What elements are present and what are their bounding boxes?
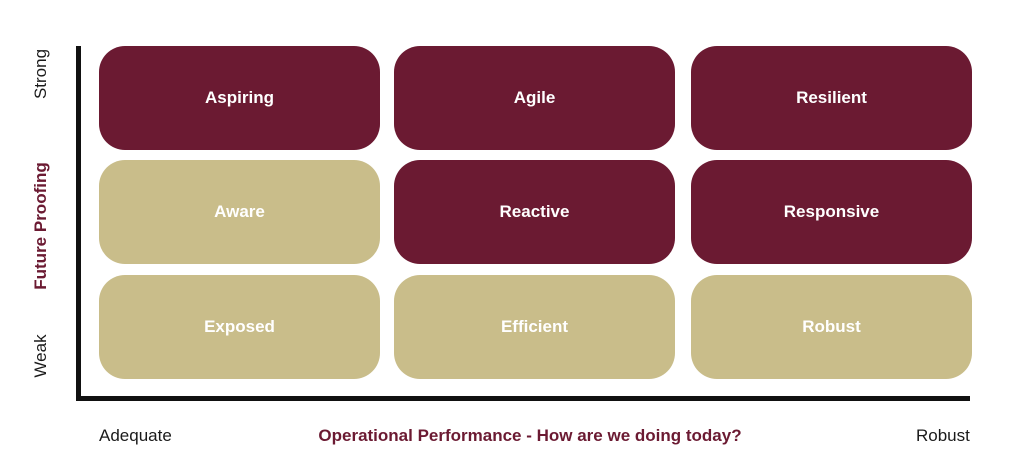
tile-exposed: Exposed — [99, 275, 380, 379]
x-axis-low-label: Adequate — [99, 426, 172, 445]
x-axis-title: Operational Performance - How are we doi… — [318, 426, 742, 445]
x-axis-high-label: Robust — [916, 426, 970, 445]
tile-resilient: Resilient — [691, 46, 972, 150]
tile-robust: Robust — [691, 275, 972, 379]
y-axis-high-label: Strong — [31, 48, 50, 100]
tile-agile: Agile — [394, 46, 675, 150]
tile-aspiring: Aspiring — [99, 46, 380, 150]
y-axis-title: Future Proofing — [31, 162, 50, 290]
tile-responsive: Responsive — [691, 160, 972, 264]
tile-aware: Aware — [99, 160, 380, 264]
y-axis-low-label: Weak — [31, 334, 50, 378]
tile-efficient: Efficient — [394, 275, 675, 379]
tile-reactive: Reactive — [394, 160, 675, 264]
y-axis-line — [76, 46, 81, 401]
x-axis-line — [76, 396, 970, 401]
